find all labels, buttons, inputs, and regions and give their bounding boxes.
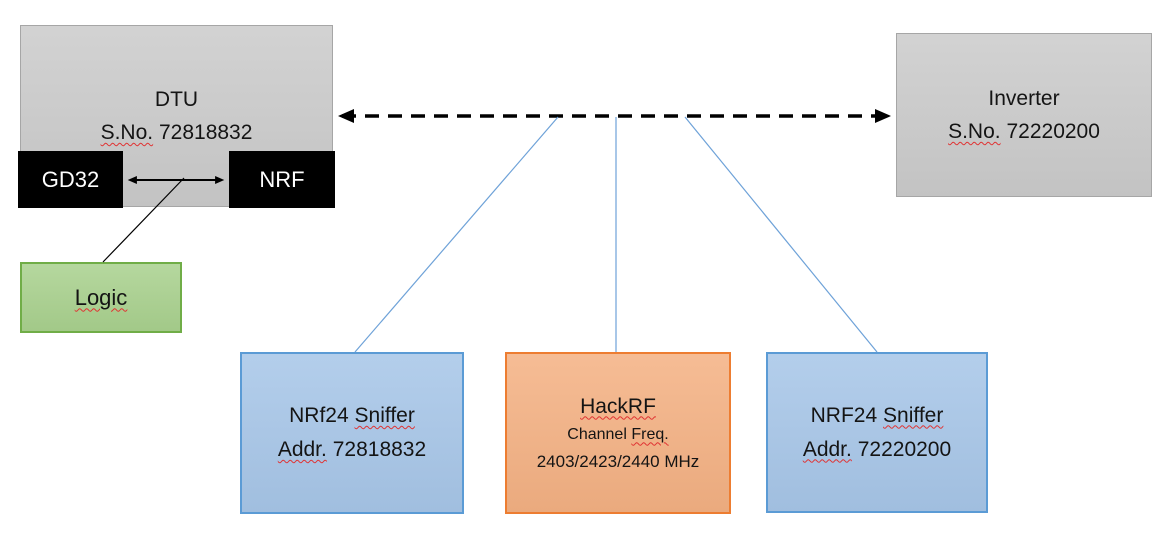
inverter-serial-line: S.No. 72220200 xyxy=(948,115,1100,148)
inverter-serial-label: S.No. xyxy=(948,120,1001,143)
inverter-node: Inverter S.No. 72220200 xyxy=(896,33,1152,197)
inverter-title: Inverter xyxy=(988,87,1060,110)
sniffer-right-kind: Sniffer xyxy=(883,403,944,427)
dtu-serial-label: S.No. xyxy=(100,121,154,144)
gd32-node: GD32 xyxy=(18,151,123,208)
sniffer-left-name: NRf24 xyxy=(289,404,349,427)
sniffer-right-addr-line: Addr. 72220200 xyxy=(803,433,951,467)
tap-line-sniffer-left xyxy=(354,116,559,353)
logic-label: Logic xyxy=(74,284,128,310)
sniffer-right-title-line: NRF24 Sniffer xyxy=(811,399,944,433)
dtu-node: DTU S.No. 72818832 xyxy=(20,25,333,207)
logic-node: Logic xyxy=(20,262,182,333)
inverter-serial-number: 72220200 xyxy=(1006,120,1100,143)
sniffer-right-addr-label: Addr. xyxy=(802,437,852,461)
sniffer-left-kind: Sniffer xyxy=(354,404,415,427)
nrf-node: NRF xyxy=(229,151,335,208)
sniffer-right-addr-number: 72220200 xyxy=(857,437,952,461)
sniffer-left-addr-number: 72818832 xyxy=(332,438,427,461)
tap-line-sniffer-right xyxy=(684,116,878,353)
dtu-serial-number: 72818832 xyxy=(158,121,253,144)
nrf-label: NRF xyxy=(259,166,305,192)
hackrf-subtitle-word2: Freq. xyxy=(631,425,669,443)
hackrf-frequencies-line: 2403/2423/2440 MHz xyxy=(537,448,700,475)
gd32-label: GD32 xyxy=(41,166,100,192)
sniffer-left-node: NRf24 Sniffer Addr. 72818832 xyxy=(240,352,464,514)
sniffer-left-addr-label: Addr. xyxy=(277,438,327,461)
hackrf-subtitle-word1: Channel xyxy=(567,425,627,443)
sniffer-right-node: NRF24 Sniffer Addr. 72220200 xyxy=(766,352,988,513)
dtu-serial-line: S.No. 72818832 xyxy=(101,116,253,149)
hackrf-node: HackRF Channel Freq. 2403/2423/2440 MHz xyxy=(505,352,731,514)
hackrf-frequencies: 2403/2423/2440 MHz xyxy=(536,451,700,471)
dtu-title-line: DTU xyxy=(155,83,198,116)
sniffer-left-addr-line: Addr. 72818832 xyxy=(278,433,426,467)
dtu-title: DTU xyxy=(154,88,199,111)
hackrf-title: HackRF xyxy=(580,394,656,418)
inverter-title-line: Inverter xyxy=(988,82,1059,115)
sniffer-right-name: NRF24 xyxy=(810,403,878,427)
hackrf-title-line: HackRF xyxy=(580,392,656,422)
hackrf-subtitle-line: Channel Freq. xyxy=(567,422,668,448)
sniffer-left-title-line: NRf24 Sniffer xyxy=(289,399,415,433)
